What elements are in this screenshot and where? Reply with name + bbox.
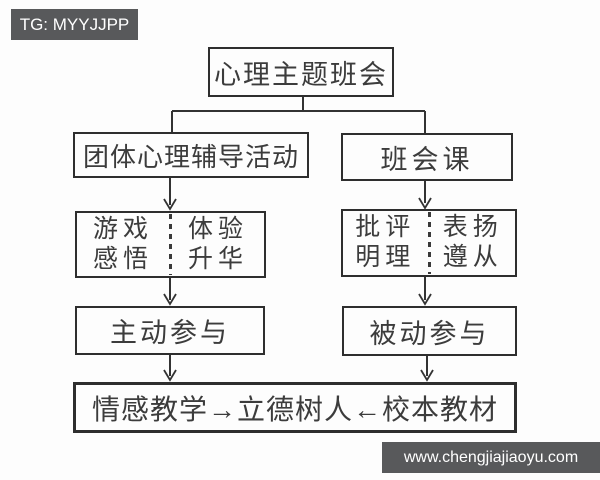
method-text: 批评	[355, 214, 416, 241]
node-right-result: 被动参与	[342, 306, 517, 356]
node-root: 心理主题班会	[208, 47, 394, 97]
method-text: 升华	[187, 245, 248, 273]
method-text: 感悟	[92, 245, 153, 273]
node-right-branch: 班会课	[341, 133, 513, 181]
method-text: 游戏	[92, 215, 153, 243]
arrowhead	[418, 197, 432, 210]
arrowhead	[163, 369, 177, 382]
branch-connector	[171, 97, 426, 133]
method-text: 体验	[187, 215, 248, 243]
node-left-result: 主动参与	[75, 306, 265, 355]
arrowhead	[163, 293, 177, 306]
method-column: 体验 升华	[172, 213, 264, 276]
node-left-branch: 团体心理辅导活动	[73, 132, 309, 178]
arrowhead	[163, 198, 177, 211]
method-text: 表扬	[442, 214, 503, 241]
node-left-method: 游戏 感悟 体验 升华	[75, 211, 266, 278]
watermark-url-badge: www.chengjiajiaoyu.com	[382, 442, 600, 473]
dotted-divider	[169, 214, 172, 275]
node-conclusion: 情感教学→立德树人←校本教材	[73, 382, 517, 433]
method-text: 遵从	[442, 244, 503, 271]
method-column: 游戏 感悟	[77, 213, 169, 276]
method-column: 批评 明理	[343, 211, 428, 275]
watermark-tg-badge: TG: MYYJJPP	[11, 9, 138, 40]
node-right-method: 批评 明理 表扬 遵从	[341, 209, 517, 277]
method-text: 明理	[355, 244, 416, 271]
method-column: 表扬 遵从	[431, 211, 516, 275]
arrowhead	[420, 369, 434, 382]
dotted-divider	[427, 212, 431, 274]
arrowhead	[418, 293, 432, 306]
